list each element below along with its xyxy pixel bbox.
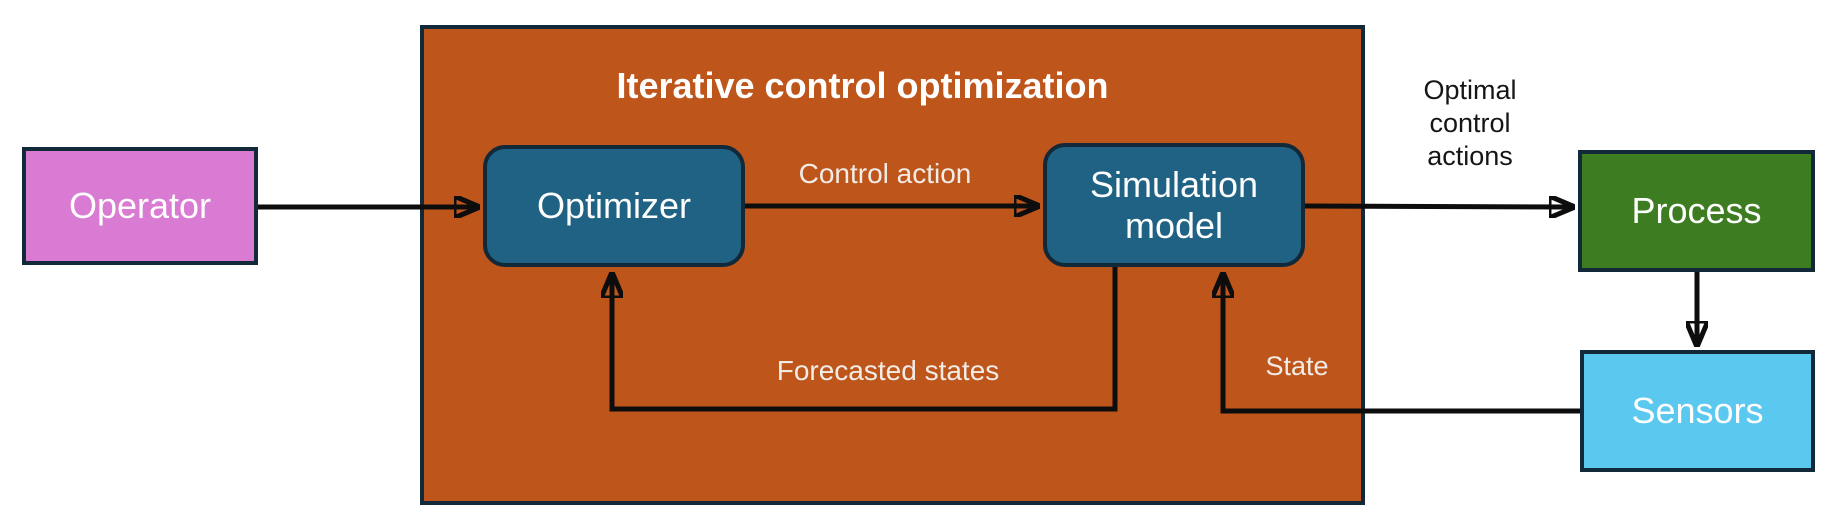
edge-label-control-action: Control action [798,158,972,189]
node-sensors: Sensors [1580,350,1815,472]
edge-label-state: State [1265,351,1329,381]
node-sensors-label: Sensors [1631,390,1764,432]
node-process: Process [1578,150,1815,272]
node-operator-label: Operator [68,185,212,227]
container-title: Iterative control optimization [616,65,1109,106]
node-simulation-model-label: Simulation model [1089,163,1259,246]
node-optimizer: Optimizer [483,145,745,267]
node-simulation-model: Simulation model [1043,143,1305,267]
node-optimizer-label: Optimizer [536,185,692,227]
edge-label-optimal-control-actions: Optimal control actions [1423,75,1517,171]
edge-label-forecasted-states: Forecasted states [776,355,1000,386]
node-operator: Operator [22,147,258,265]
node-process-label: Process [1631,190,1762,232]
